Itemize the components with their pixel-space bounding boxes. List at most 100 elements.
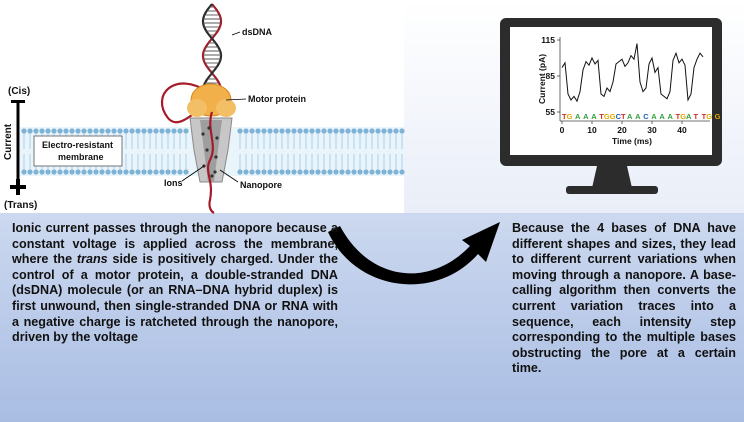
monitor-neck xyxy=(592,166,632,188)
base-call: TG xyxy=(702,112,713,121)
lipid-head xyxy=(123,169,129,175)
plus-icon xyxy=(10,179,26,195)
lipid-head xyxy=(375,128,381,134)
lipid-head xyxy=(63,169,69,175)
lipid-head xyxy=(39,128,45,134)
lipid-head xyxy=(153,169,159,175)
lipid-head xyxy=(75,169,81,175)
lipid-head xyxy=(27,169,33,175)
lipid-head xyxy=(273,128,279,134)
threading-strand xyxy=(206,111,215,214)
lipid-head xyxy=(339,169,345,175)
lipid-head xyxy=(255,169,261,175)
dsdna-helix xyxy=(201,3,223,89)
lipid-head xyxy=(369,128,375,134)
lipid-head xyxy=(267,128,273,134)
monitor-base xyxy=(566,186,658,194)
membrane-label-line2: membrane xyxy=(58,152,104,162)
lipid-head xyxy=(345,169,351,175)
x-tick-label: 30 xyxy=(647,125,657,135)
lipid-head xyxy=(45,128,51,134)
lipid-head xyxy=(171,128,177,134)
lipid-head xyxy=(69,169,75,175)
lipid-head xyxy=(93,169,99,175)
lipid-head xyxy=(333,169,339,175)
lipid-head xyxy=(333,128,339,134)
lipid-head xyxy=(309,169,315,175)
base-call: A xyxy=(668,112,674,121)
lipid-head xyxy=(267,169,273,175)
base-call: A xyxy=(575,112,581,121)
lipid-head xyxy=(117,128,123,134)
x-tick-label: 0 xyxy=(560,125,565,135)
current-axis xyxy=(10,100,26,195)
lipid-head xyxy=(51,128,57,134)
chart-xlabel: Time (ms) xyxy=(612,136,652,146)
lipid-head xyxy=(387,128,393,134)
base-call: A xyxy=(591,112,597,121)
lipid-head xyxy=(87,169,93,175)
lipid-head xyxy=(327,169,333,175)
lipid-head xyxy=(321,169,327,175)
x-tick-label: 10 xyxy=(587,125,597,135)
lipid-head xyxy=(111,169,117,175)
lipid-head xyxy=(165,169,171,175)
lipid-head xyxy=(93,128,99,134)
lipid-head xyxy=(279,128,285,134)
base-call: A xyxy=(659,112,665,121)
motor-protein-label: Motor protein xyxy=(248,94,306,104)
lipid-head xyxy=(261,169,267,175)
lipid-head xyxy=(285,169,291,175)
lipid-head xyxy=(39,169,45,175)
base-call: TGGCT xyxy=(599,112,626,121)
lipid-head xyxy=(399,128,405,134)
lipid-head xyxy=(21,169,27,175)
lipid-head xyxy=(27,128,33,134)
y-tick-label: 85 xyxy=(546,71,556,81)
lipid-head xyxy=(183,169,189,175)
lipid-head xyxy=(129,169,135,175)
lipid-head xyxy=(99,169,105,175)
lipid-head xyxy=(369,169,375,175)
lipid-head xyxy=(99,128,105,134)
lipid-head xyxy=(135,128,141,134)
base-call: A xyxy=(635,112,641,121)
ions xyxy=(201,126,219,178)
lipid-head xyxy=(339,128,345,134)
lipid-head xyxy=(351,128,357,134)
lipid-head xyxy=(177,169,183,175)
lipid-head xyxy=(237,128,243,134)
lipid-head xyxy=(249,128,255,134)
nanopore-protein xyxy=(189,117,233,183)
lipid-head xyxy=(285,128,291,134)
base-call: TG xyxy=(562,112,573,121)
lipid-head xyxy=(315,128,321,134)
monitor xyxy=(500,18,722,194)
base-call: G xyxy=(715,112,721,121)
base-call: C xyxy=(643,112,649,121)
ions-label: Ions xyxy=(164,178,183,188)
lipid-head xyxy=(159,169,165,175)
lipid-head xyxy=(63,128,69,134)
lipid-head xyxy=(303,128,309,134)
dsdna-label: dsDNA xyxy=(242,27,273,37)
right-description: Because the 4 bases of DNA have differen… xyxy=(512,221,736,376)
lipid-head xyxy=(117,169,123,175)
membrane-label-box xyxy=(33,135,123,167)
lipid-head xyxy=(183,128,189,134)
trans-label: (Trans) xyxy=(4,200,37,211)
lipid-head xyxy=(375,169,381,175)
base-call: TGA xyxy=(676,112,692,121)
lipid-head xyxy=(135,169,141,175)
base-call: A xyxy=(627,112,633,121)
lipid-head xyxy=(291,128,297,134)
base-call: A xyxy=(583,112,589,121)
lipid-head xyxy=(273,169,279,175)
left-description: Ionic current passes through the nanopor… xyxy=(12,221,338,346)
base-call: A xyxy=(651,112,657,121)
lipid-head xyxy=(57,128,63,134)
lipid-head xyxy=(33,169,39,175)
lipid-head xyxy=(51,169,57,175)
